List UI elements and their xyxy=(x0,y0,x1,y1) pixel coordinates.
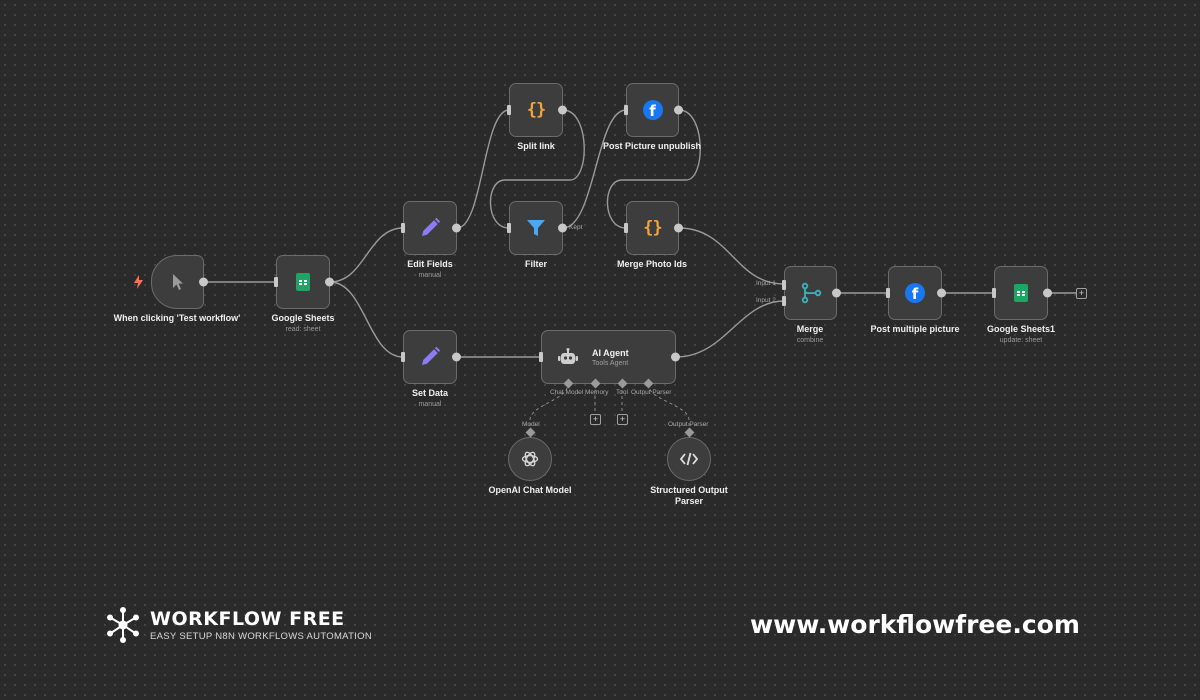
merge-input-2-label: Input 2 xyxy=(756,297,776,304)
add-tool-button[interactable]: + xyxy=(617,414,628,425)
facebook-icon: f xyxy=(642,100,663,120)
ai-agent-subtitle: Tools Agent xyxy=(592,359,629,367)
google-sheets-icon xyxy=(296,273,310,291)
facebook-icon: f xyxy=(905,283,925,303)
input-handle[interactable] xyxy=(401,223,405,233)
website-url: www.workflowfree.com xyxy=(750,610,1080,639)
node-label-split-link: Split link xyxy=(517,141,555,151)
brand-tagline: EASY SETUP N8N WORKFLOWS AUTOMATION xyxy=(150,631,372,642)
input-handle[interactable] xyxy=(992,288,996,298)
node-sub-google-sheets: read: sheet xyxy=(285,326,321,333)
node-set-data[interactable] xyxy=(401,330,461,384)
node-label-filter: Filter xyxy=(524,259,547,269)
node-label-post-multiple-picture: Post multiple picture xyxy=(870,324,960,334)
node-label-structured-output-parser: Structured Output Parser xyxy=(650,485,728,506)
node-post-picture-unpublish[interactable]: f xyxy=(624,83,683,137)
ai-agent-title: AI Agent xyxy=(592,347,629,358)
node-label-google-sheets: Google Sheets xyxy=(271,313,335,323)
node-label-merge-photo-ids: Merge Photo Ids xyxy=(616,259,687,269)
output-handle[interactable] xyxy=(674,105,683,115)
node-merge-photo-ids[interactable]: {} xyxy=(624,201,683,255)
input-1-handle[interactable] xyxy=(782,279,786,290)
openai-icon xyxy=(521,451,539,467)
node-label-edit-fields: Edit Fields xyxy=(407,259,453,269)
node-ai-agent[interactable]: AI Agent Tools Agent xyxy=(539,330,680,384)
node-filter[interactable] xyxy=(507,201,567,255)
input-handle[interactable] xyxy=(274,277,278,287)
output-handle[interactable] xyxy=(1043,288,1052,298)
edge-filter-to-postpicture xyxy=(562,109,627,229)
output-handle[interactable] xyxy=(937,288,946,298)
edge-editfields-to-splitlink xyxy=(456,109,510,229)
network-logo-icon xyxy=(107,607,139,643)
port-label-memory: Memory xyxy=(585,389,609,396)
output-handle[interactable] xyxy=(452,352,461,362)
output-handle[interactable] xyxy=(325,277,334,287)
node-sub-google-sheets1: update: sheet xyxy=(999,337,1043,344)
node-structured-output-parser[interactable] xyxy=(667,437,711,481)
port-label-output-parser: Output Parser xyxy=(631,389,672,396)
output-parser-port[interactable] xyxy=(684,427,695,438)
output-handle[interactable] xyxy=(558,105,567,115)
input-handle[interactable] xyxy=(624,105,628,115)
lightning-icon xyxy=(134,275,143,289)
input-handle[interactable] xyxy=(624,223,628,233)
node-sub-merge: combine xyxy=(796,337,824,344)
port-label-chat-model: Chat Model xyxy=(550,389,584,396)
output-handle[interactable] xyxy=(452,223,461,233)
node-merge[interactable] xyxy=(782,266,841,320)
code-braces-icon: {} xyxy=(526,100,547,120)
filter-output-label: Kept xyxy=(569,224,583,231)
input-2-handle[interactable] xyxy=(782,296,786,307)
node-label-merge: Merge xyxy=(796,324,824,334)
output-handle[interactable] xyxy=(674,223,683,233)
node-label-google-sheets1: Google Sheets1 xyxy=(986,324,1056,334)
model-port[interactable] xyxy=(525,427,536,438)
brand-title: WORKFLOW FREE xyxy=(150,608,345,630)
node-google-sheets1[interactable] xyxy=(992,266,1052,320)
node-openai-chat-model[interactable] xyxy=(508,437,552,481)
parser-port-label: Output Parser xyxy=(668,421,709,428)
node-split-link[interactable]: {} xyxy=(507,83,567,137)
node-label-trigger: When clicking 'Test workflow' xyxy=(113,313,241,323)
output-handle[interactable] xyxy=(832,288,841,298)
google-sheets-icon xyxy=(1014,284,1028,302)
node-manual-trigger[interactable] xyxy=(151,255,208,309)
cursor-icon xyxy=(172,274,183,290)
port-label-tool: Tool xyxy=(616,389,628,396)
edge-mergephoto-to-merge xyxy=(678,227,785,285)
node-google-sheets[interactable] xyxy=(274,255,334,309)
model-port-label: Model xyxy=(522,421,540,428)
robot-icon xyxy=(558,348,578,364)
pencil-icon xyxy=(422,346,441,365)
node-label-set-data: Set Data xyxy=(411,388,448,398)
add-memory-button[interactable]: + xyxy=(590,414,601,425)
input-handle[interactable] xyxy=(507,105,511,115)
output-handle[interactable] xyxy=(671,352,680,362)
code-braces-icon: {} xyxy=(643,218,663,238)
node-sub-set-data: manual xyxy=(418,401,442,408)
pencil-icon xyxy=(422,217,441,236)
brand-logo: WORKFLOW FREE EASY SETUP N8N WORKFLOWS A… xyxy=(104,606,372,644)
node-sub-edit-fields: manual xyxy=(418,272,442,279)
output-handle[interactable] xyxy=(199,277,208,287)
merge-input-1-label: Input 1 xyxy=(756,280,776,287)
input-handle[interactable] xyxy=(401,352,405,362)
node-label-post-picture-unpublish: Post Picture unpublish xyxy=(602,141,701,151)
filter-icon xyxy=(527,220,545,236)
output-handle[interactable] xyxy=(558,223,567,233)
input-handle[interactable] xyxy=(886,288,890,298)
add-node-end-button[interactable]: + xyxy=(1076,288,1087,299)
input-handle[interactable] xyxy=(539,352,543,362)
input-handle[interactable] xyxy=(507,223,511,233)
merge-icon xyxy=(801,282,821,304)
node-edit-fields[interactable] xyxy=(401,201,461,255)
node-label-openai-chat-model: OpenAI Chat Model xyxy=(488,485,572,495)
code-icon xyxy=(680,452,698,466)
node-post-multiple-picture[interactable]: f xyxy=(886,266,946,320)
